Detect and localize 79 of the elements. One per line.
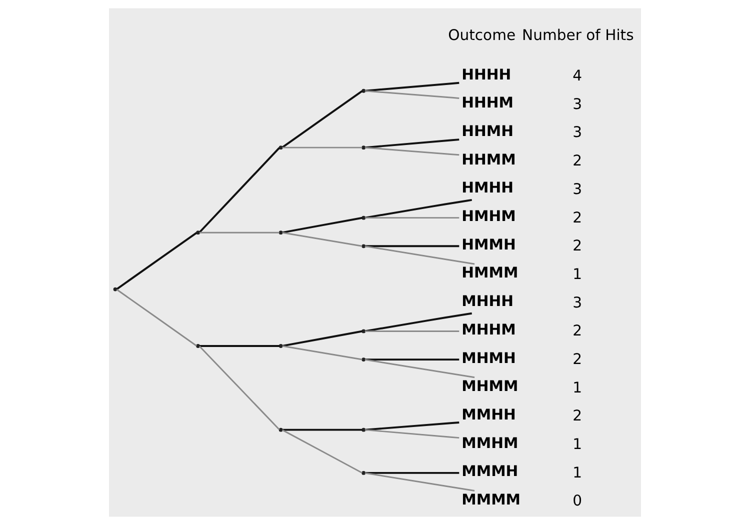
node-point bbox=[361, 329, 366, 334]
node-text: HMMH bbox=[461, 236, 516, 254]
label: Outcome bbox=[448, 26, 516, 44]
node-text: HMHH bbox=[461, 180, 513, 197]
node-point bbox=[361, 146, 366, 150]
node-point bbox=[278, 428, 282, 432]
connector bbox=[282, 345, 362, 360]
node-text: MMMM bbox=[461, 492, 520, 509]
node-text: MHHH bbox=[461, 293, 513, 310]
connector bbox=[198, 147, 280, 234]
node-text: HMHM bbox=[461, 208, 516, 226]
connector bbox=[364, 312, 472, 332]
node-text: MHMM bbox=[461, 378, 518, 396]
node-label: 2 bbox=[572, 322, 582, 340]
connector bbox=[364, 358, 459, 361]
connector bbox=[364, 330, 459, 332]
node-point bbox=[278, 146, 282, 150]
node-text: HHMM bbox=[461, 151, 516, 168]
node-text: MHHM bbox=[461, 321, 516, 338]
node-label: 2 bbox=[572, 238, 582, 255]
node-label: 3 bbox=[572, 96, 582, 113]
node-point bbox=[361, 358, 366, 362]
node-text: HHMH bbox=[461, 122, 513, 140]
node-text: HHHH bbox=[461, 66, 511, 84]
node-label: 1 bbox=[572, 436, 582, 454]
connector bbox=[116, 232, 197, 290]
connector bbox=[364, 245, 474, 265]
connector bbox=[364, 138, 459, 149]
connector bbox=[281, 429, 362, 474]
node-text: MMHM bbox=[461, 434, 518, 452]
node-text: HHHM bbox=[461, 94, 513, 112]
connector bbox=[198, 346, 280, 430]
node-text: MMMH bbox=[461, 463, 518, 480]
node-point bbox=[361, 428, 366, 432]
connector bbox=[282, 146, 362, 148]
connector bbox=[364, 82, 459, 92]
node-point bbox=[278, 230, 282, 235]
node-point bbox=[361, 216, 366, 220]
node-text: MMHH bbox=[461, 406, 516, 424]
connector bbox=[364, 199, 472, 219]
node-text: MHMH bbox=[461, 350, 516, 367]
label: Number of Hits bbox=[522, 26, 634, 44]
connector bbox=[364, 358, 474, 378]
node-label: 1 bbox=[572, 266, 582, 283]
connector bbox=[364, 146, 459, 156]
node-point bbox=[112, 287, 117, 292]
connector bbox=[364, 429, 459, 439]
node-label: 2 bbox=[572, 152, 582, 170]
node-label: 3 bbox=[572, 294, 582, 312]
node-point bbox=[361, 244, 366, 248]
connector bbox=[199, 345, 279, 347]
node-label: 4 bbox=[572, 68, 582, 85]
node-label: 1 bbox=[572, 464, 582, 482]
connector bbox=[282, 330, 362, 347]
node-point bbox=[196, 344, 200, 348]
node-point bbox=[278, 344, 282, 348]
connector bbox=[282, 428, 362, 431]
node-label: 2 bbox=[572, 408, 582, 425]
connector bbox=[199, 232, 279, 234]
connector bbox=[116, 288, 196, 346]
node-label: 0 bbox=[572, 492, 582, 510]
connector bbox=[364, 472, 474, 492]
node-label: 2 bbox=[572, 350, 582, 368]
connector bbox=[364, 422, 459, 431]
node-label: 2 bbox=[572, 209, 582, 226]
node-label: 1 bbox=[572, 379, 582, 396]
connector bbox=[364, 472, 459, 474]
node-point bbox=[196, 230, 200, 235]
node-label: 3 bbox=[572, 180, 582, 198]
node-text: HMMM bbox=[461, 264, 518, 282]
connector bbox=[364, 217, 459, 219]
node-point bbox=[361, 88, 366, 93]
connector bbox=[364, 245, 459, 248]
connector bbox=[364, 90, 459, 99]
connector bbox=[282, 232, 362, 247]
connector bbox=[281, 90, 362, 148]
node-point bbox=[361, 471, 366, 475]
connector bbox=[282, 216, 362, 234]
node-label: 3 bbox=[572, 124, 582, 142]
